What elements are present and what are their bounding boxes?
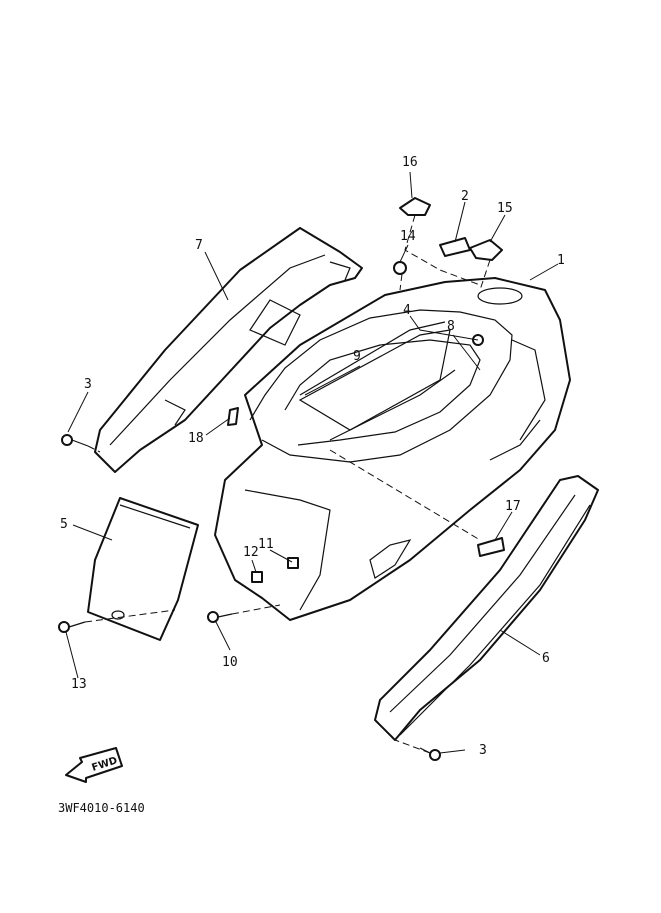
callout-16: 16: [402, 155, 418, 170]
label-part-18: [227, 407, 239, 426]
clip-part-11: [287, 557, 299, 569]
side-panel-part: [87, 497, 199, 641]
leader-lines: [65, 171, 559, 754]
fastener-part-14: [393, 261, 407, 275]
callout-17: 17: [505, 499, 521, 514]
emblem-part-16: [399, 197, 431, 216]
callout-3b: 3: [479, 743, 487, 758]
side-cover-left-part: [94, 227, 363, 473]
clip-part-12: [251, 571, 263, 583]
callout-12: 12: [243, 545, 259, 560]
callout-10: 10: [222, 655, 238, 670]
assembly-lines: [84, 214, 491, 754]
callout-11: 11: [258, 537, 274, 552]
screw-part-10: [207, 611, 233, 623]
callout-7: 7: [195, 238, 203, 253]
callout-9: 9: [353, 349, 361, 364]
inner-tray-part: [298, 329, 451, 431]
callout-18: 18: [188, 431, 204, 446]
callout-3a: 3: [84, 377, 92, 392]
screw-part-13: [58, 621, 86, 633]
label-part-17: [477, 537, 505, 557]
callout-6: 6: [542, 651, 550, 666]
callout-1: 1: [557, 253, 565, 268]
fwd-arrow-icon: FWD: [65, 747, 123, 783]
seal-part-2: [439, 237, 471, 257]
callout-8: 8: [447, 319, 455, 334]
emblem-part-15: [469, 239, 503, 261]
callout-5: 5: [60, 517, 68, 532]
diagram-code: 3WF4010-6140: [58, 801, 145, 815]
screw-part-3b: [419, 747, 441, 761]
callout-4: 4: [403, 303, 411, 318]
callout-13: 13: [71, 677, 87, 692]
callout-2: 2: [461, 189, 469, 204]
body-cover-part: [214, 277, 571, 621]
callout-labels: 1 2 3 3 4 5 6 7 8 9 10 11 12 13 14 15 16…: [60, 155, 565, 758]
callout-14: 14: [400, 229, 416, 244]
side-rail-right-part: [374, 475, 599, 741]
callout-15: 15: [497, 201, 513, 216]
screw-part-3a: [61, 434, 89, 447]
